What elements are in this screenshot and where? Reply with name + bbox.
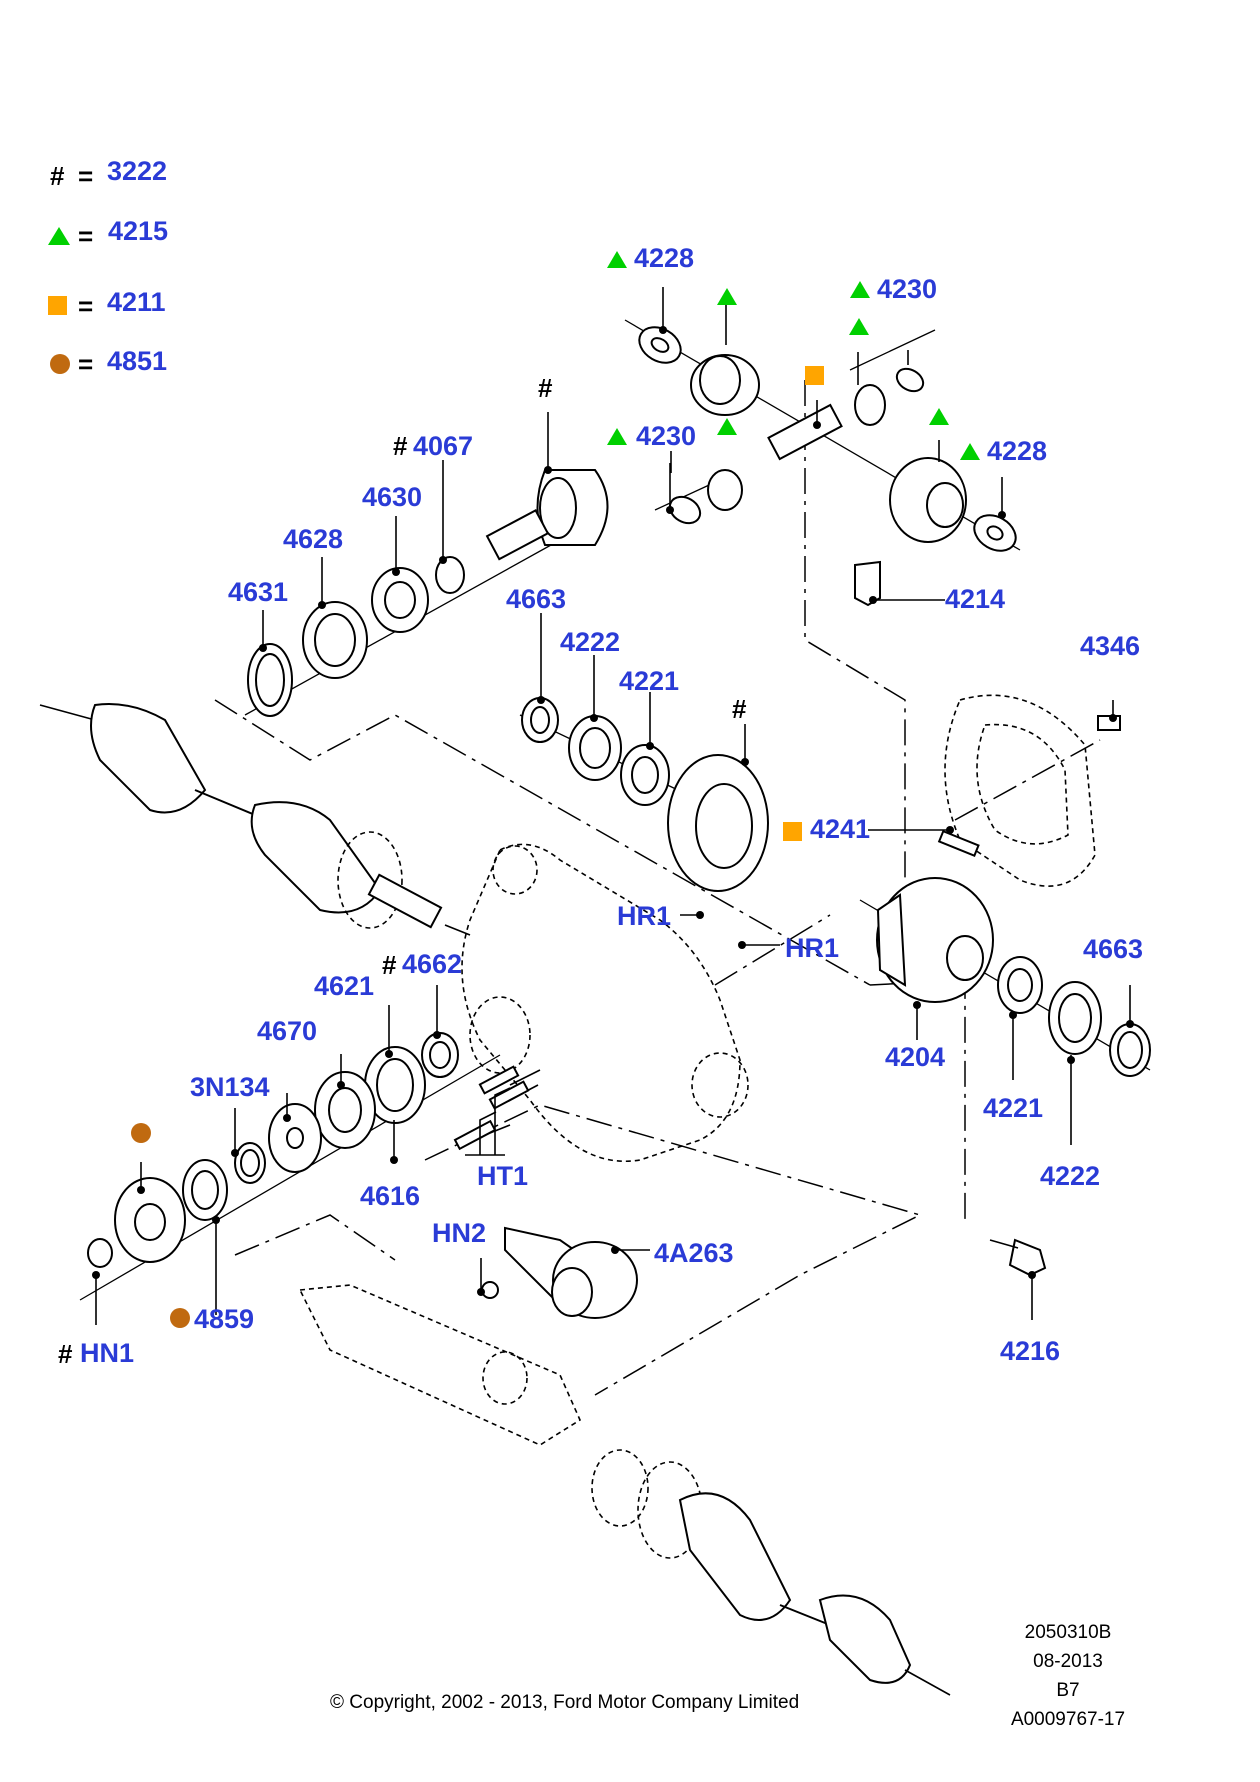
legend-equals: =: [78, 161, 93, 191]
callout-4222: 4222: [560, 627, 620, 657]
hash-mark: #: [538, 373, 553, 403]
callout-4230: 4230: [877, 274, 937, 304]
callout-4631: 4631: [228, 577, 288, 607]
callout-4228: 4228: [634, 243, 694, 273]
drawing-number: 2050310B: [1025, 1622, 1112, 1643]
diagram-symbols: # #: [131, 288, 949, 1143]
studs: [453, 1065, 530, 1151]
left-drive-shaft: [39, 703, 471, 936]
ring-gear: [667, 754, 769, 892]
callout-hn1: HN1: [80, 1338, 134, 1368]
mounting-bracket: [481, 1226, 638, 1319]
callout-hr1: HR1: [785, 933, 839, 963]
hash-mark: #: [393, 431, 408, 461]
brown-circle-icon: [131, 1123, 151, 1143]
green-triangle-icon: [850, 281, 870, 298]
legend-code-4215: 4215: [108, 216, 168, 246]
differential-case: [876, 877, 1151, 1077]
legend-code-4211: 4211: [107, 287, 166, 317]
callout-4216: 4216: [1000, 1336, 1060, 1366]
leader-lines: [92, 287, 1134, 1325]
callout-4616: 4616: [360, 1181, 420, 1211]
orange-square-icon: [48, 296, 67, 315]
callout-4a263: 4A263: [654, 1238, 734, 1268]
green-triangle-icon: [960, 443, 980, 460]
brown-circle-icon: [50, 354, 70, 374]
callout-4241: 4241: [810, 814, 870, 844]
legend-equals: =: [78, 349, 93, 379]
callout-4628: 4628: [283, 524, 343, 554]
drawing-meta: 2050310B 08-2013 B7 A0009767-17: [1011, 1622, 1125, 1730]
hash-mark: #: [382, 950, 397, 980]
green-triangle-icon: [607, 428, 627, 445]
callout-4859: 4859: [194, 1304, 254, 1334]
drawing-date: 08-2013: [1033, 1651, 1103, 1672]
callout-ht1: HT1: [477, 1161, 528, 1191]
green-triangle-icon: [849, 318, 869, 335]
brown-circle-icon: [170, 1308, 190, 1328]
callout-4663: 4663: [506, 584, 566, 614]
rear-cover: [937, 694, 1121, 887]
green-triangle-icon: [607, 251, 627, 268]
callout-4670: 4670: [257, 1016, 317, 1046]
orange-square-icon: [783, 822, 802, 841]
callout-4662: 4662: [402, 949, 462, 979]
callout-4204: 4204: [885, 1042, 945, 1072]
callout-4221: 4221: [983, 1093, 1043, 1123]
callout-4630: 4630: [362, 482, 422, 512]
drawing-id: A0009767-17: [1011, 1709, 1125, 1730]
callout-4621: 4621: [314, 971, 374, 1001]
green-triangle-icon: [717, 418, 737, 435]
callout-4663: 4663: [1083, 934, 1143, 964]
callouts: 4228 4230 4230 4228 4214 # 4067 4630 462…: [58, 243, 1143, 1369]
callout-4067: 4067: [413, 431, 473, 461]
legend-equals: =: [78, 221, 93, 251]
green-triangle-icon: [929, 408, 949, 425]
legend-code-4851: 4851: [107, 346, 167, 376]
callout-4230: 4230: [636, 421, 696, 451]
callout-hr1: HR1: [617, 901, 671, 931]
pinion-shaft-assembly: [247, 469, 609, 717]
callout-4222: 4222: [1040, 1161, 1100, 1191]
hash-mark: #: [58, 1339, 73, 1369]
green-triangle-icon: [48, 227, 70, 245]
legend-hash-symbol: #: [50, 161, 65, 191]
callout-4346: 4346: [1080, 631, 1140, 661]
differential-gear-set: [638, 326, 1017, 607]
lower-axle-and-right-shaft: [298, 1284, 951, 1696]
legend-equals: =: [78, 291, 93, 321]
callout-4214: 4214: [945, 584, 1005, 614]
callout-hn2: HN2: [432, 1218, 486, 1248]
axle-housing: [459, 843, 749, 1162]
carrier-bearing-left: [521, 697, 670, 806]
drawing-revision: B7: [1056, 1680, 1079, 1701]
callout-4221: 4221: [619, 666, 679, 696]
legend-code-3222: 3222: [107, 156, 167, 186]
copyright-notice: © Copyright, 2002 - 2013, Ford Motor Com…: [330, 1692, 799, 1713]
callout-3n134: 3N134: [190, 1072, 270, 1102]
legend: # = 3222 = 4215 = 4211 = 4851: [48, 156, 168, 379]
hash-mark: #: [732, 694, 747, 724]
callout-4228: 4228: [987, 436, 1047, 466]
bolt: [989, 1238, 1047, 1277]
pinion-flange-assembly: [87, 1032, 459, 1268]
orange-square-icon: [805, 366, 824, 385]
green-triangle-icon: [717, 288, 737, 305]
